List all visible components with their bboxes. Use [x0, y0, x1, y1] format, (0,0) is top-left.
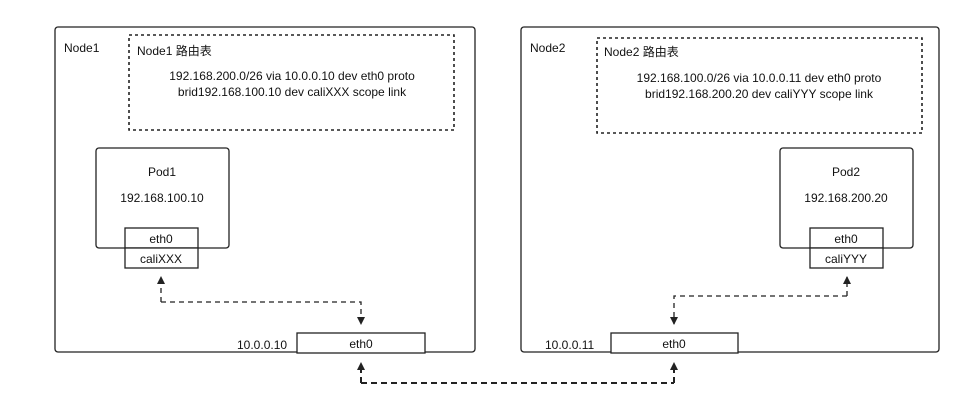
node2-host-ip: 10.0.0.11 [545, 338, 594, 352]
node1-label: Node1 [64, 41, 100, 55]
pod1-name: Pod1 [148, 165, 176, 179]
pod1-ip: 192.168.100.10 [120, 191, 204, 205]
node2-host-eth0-box [610, 332, 739, 354]
pod2-ip: 192.168.200.20 [804, 191, 888, 205]
node2-route-line1: 192.168.100.0/26 via 10.0.0.11 dev eth0 … [637, 71, 882, 85]
node1-host-eth0-label: eth0 [349, 337, 373, 351]
node1-box [54, 26, 476, 353]
node1-route-table-title: Node1 路由表 [137, 43, 212, 58]
node1-internal-link [161, 301, 365, 325]
node1-host-eth0-box [296, 332, 426, 354]
node2-route-table-box [596, 37, 923, 134]
pod2-cali-box [809, 247, 884, 269]
node1-route-line1: 192.168.200.0/26 via 10.0.0.10 dev eth0 … [169, 69, 415, 83]
pod2-eth0-label: eth0 [834, 232, 858, 246]
node1-host-ip: 10.0.0.10 [237, 338, 287, 352]
node2-route-line2: brid192.168.200.20 dev caliYYY scope lin… [645, 87, 874, 101]
node2-host-eth0-label: eth0 [662, 337, 686, 351]
pod2-name: Pod2 [832, 165, 860, 179]
node2-route-table-title: Node2 路由表 [604, 44, 679, 59]
node1-route-table-box [128, 34, 455, 131]
pod1-eth0-label: eth0 [149, 232, 173, 246]
node2-internal-link [670, 295, 847, 325]
pod2-cali-label: caliYYY [825, 252, 867, 266]
node2-label: Node2 [530, 41, 566, 55]
pod1-cali-box [124, 247, 199, 269]
pod1-cali-label: caliXXX [140, 252, 182, 266]
node1-route-line2: brid192.168.100.10 dev caliXXX scope lin… [178, 85, 407, 99]
